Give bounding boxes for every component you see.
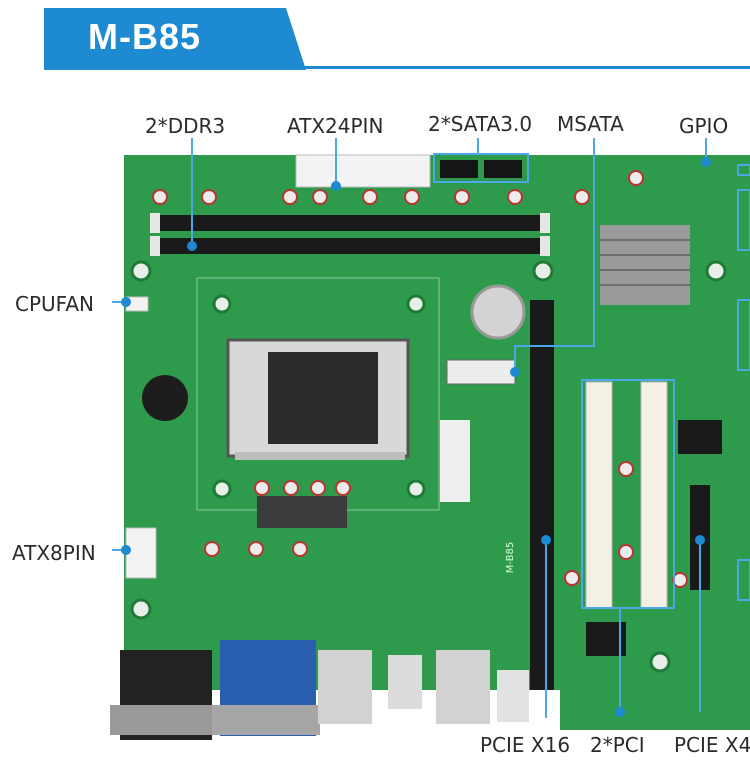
label-msata: MSATA xyxy=(557,112,624,136)
board-silkscreen-model: M-B85 xyxy=(505,541,517,574)
label-pcie-x16: PCIE X16 xyxy=(480,733,571,757)
sata-port-2 xyxy=(484,160,522,178)
audio-port xyxy=(497,670,529,722)
label-atx8pin: ATX8PIN xyxy=(12,541,96,565)
label-ddr3: 2*DDR3 xyxy=(145,114,226,138)
atx8-connector xyxy=(125,527,157,579)
pci-slot-1 xyxy=(585,381,613,609)
label-pci: 2*PCI xyxy=(590,733,645,757)
label-cpufan: CPUFAN xyxy=(15,292,94,316)
capacitors xyxy=(152,170,688,588)
mounting-holes xyxy=(130,260,727,673)
vrm-chips xyxy=(257,496,347,528)
sata-port-1 xyxy=(440,160,478,178)
pci-slot-2 xyxy=(640,381,668,609)
atx24-connector xyxy=(295,154,431,188)
page-title: M-B85 xyxy=(88,16,202,57)
io-chip xyxy=(678,420,722,454)
label-sata: 2*SATA3.0 xyxy=(428,112,533,136)
cmos-battery xyxy=(470,284,526,340)
ethernet-port-2 xyxy=(436,650,490,724)
ddr3-slots xyxy=(150,213,550,256)
buzzer xyxy=(142,375,188,421)
bios-sticker xyxy=(440,420,470,502)
usb-port xyxy=(388,655,422,709)
ethernet-port-1 xyxy=(318,650,372,724)
title-underline xyxy=(44,66,750,69)
chipset-heatsink xyxy=(600,225,690,305)
pcie-x16-slot xyxy=(530,300,554,690)
title-banner xyxy=(44,8,306,70)
label-gpio: GPIO xyxy=(679,114,729,138)
label-pcie-x4: PCIE X4 xyxy=(674,733,750,757)
label-atx24pin: ATX24PIN xyxy=(287,114,384,138)
msata-slot xyxy=(446,359,516,385)
